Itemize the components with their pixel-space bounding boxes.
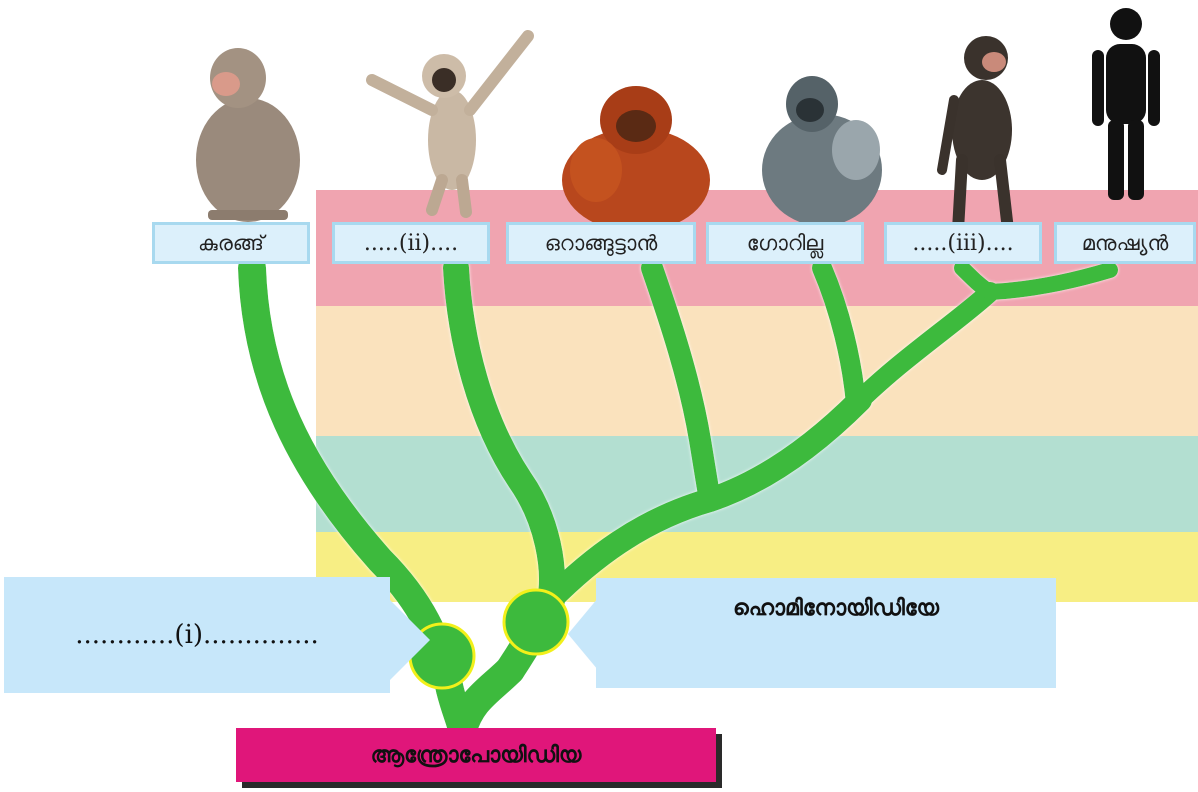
monkey-figure <box>196 48 300 222</box>
branch-human <box>982 262 1118 300</box>
gibbon-figure <box>366 30 534 218</box>
branch-gibbon <box>443 255 565 613</box>
branch-orangutan <box>641 257 721 511</box>
callout-hominoidea: ഹൊമിനോയിഡിയേ <box>596 578 1056 688</box>
human-silhouette <box>1092 8 1160 200</box>
callout-pointer-right <box>568 598 598 670</box>
branch-monkey <box>238 254 476 744</box>
gorilla-figure <box>762 76 882 226</box>
label-gorilla: ഗോറില്ല <box>706 222 864 264</box>
orangutan-figure <box>562 86 710 232</box>
label-human: മനുഷ്യൻ <box>1054 222 1196 264</box>
callout-blank-i: ............(i).............. <box>4 577 390 693</box>
label-monkey: കുരങ്ങ് <box>152 222 310 264</box>
chimpanzee-figure <box>937 36 1014 236</box>
callout-pointer-left <box>390 600 430 680</box>
branch-hominini <box>846 282 1000 414</box>
label-orangutan: ഒറാങ്ങുട്ടാൻ <box>506 222 696 264</box>
branch-gorilla <box>812 258 866 414</box>
node-hominoidea <box>502 588 570 656</box>
root-label-anthropoidea: ആന്ത്രോപോയിഡിയ <box>236 728 716 782</box>
label-blank-iii: .....(iii).... <box>884 222 1042 264</box>
label-blank-ii: .....(ii).... <box>332 222 490 264</box>
